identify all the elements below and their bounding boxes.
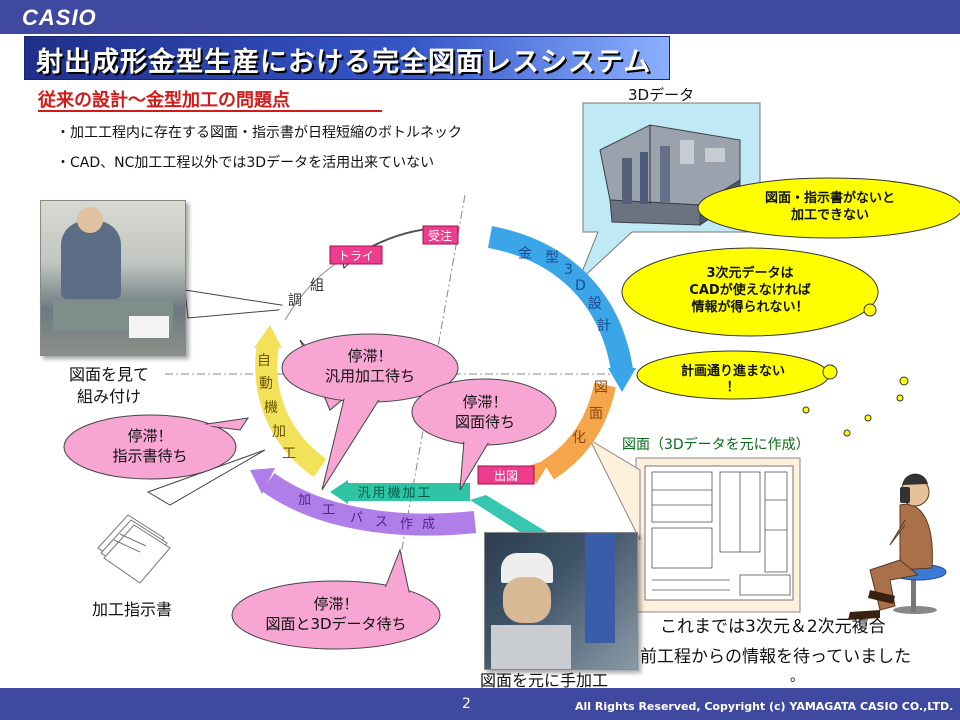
step-char: 設 — [588, 296, 602, 312]
step-general-machining-text: 汎用機加工 — [357, 486, 432, 501]
step-toolpath-text: 加 工 パ ス 作 成 — [298, 493, 435, 532]
bullet-item: ・加工工程内に存在する図面・指示書が日程短縮のボトルネック — [56, 125, 462, 141]
step-char: 工 — [322, 503, 335, 518]
assembly-photo — [40, 200, 186, 356]
step-char: 作 — [400, 517, 413, 532]
step-char: 金 — [518, 246, 532, 262]
step-char: 図 — [594, 380, 608, 396]
step-char: 組 — [310, 278, 324, 294]
cloud-no-drawing-text: 図面・指示書がないと加工できない — [764, 191, 895, 223]
cloud-plan — [636, 303, 909, 437]
copyright-text: All Rights Reserved, Copyright (c) YAMAG… — [575, 700, 954, 713]
instruction-doc-icon — [97, 514, 171, 584]
badge-try-text: トライ — [338, 249, 374, 263]
step-char: ス — [375, 515, 388, 530]
manual-machining-label: 図面を元に手加工 — [480, 671, 609, 690]
machine-column — [585, 533, 615, 643]
step-char: 動 — [259, 376, 273, 392]
drawing-callout-tail — [588, 438, 641, 541]
drawing-from-3d-label: 図面（3Dデータを元に作成） — [622, 437, 810, 453]
bubble-instruction-wait-text: 停滞！指示書待ち — [112, 427, 188, 465]
header-band — [0, 0, 960, 34]
bubble-general-wait-text: 停滞！汎用加工待ち — [324, 347, 415, 385]
assembly-photo-connector — [184, 289, 301, 319]
arrow-mold-3d-design — [487, 226, 633, 372]
cloud-cad-only — [621, 247, 879, 337]
arrow-mold-3d-design-head — [608, 368, 636, 392]
step-char: 自 — [257, 353, 271, 369]
section-subtitle: 従来の設計～金型加工の問題点 — [38, 90, 290, 111]
badge-order-text: 受注 — [428, 228, 452, 243]
businessman-on-phone-icon — [848, 473, 947, 620]
worker-body — [491, 625, 571, 669]
step-char: 調 — [288, 293, 302, 309]
page-title: 射出成形金型生産における完全図面レスシステム — [36, 47, 652, 78]
bubble-drawing-3d-wait-text: 停滞！図面と3Dデータ待ち — [265, 595, 407, 633]
bullet-item: ・CAD、NC加工工程以外では3Dデータを活用出来ていない — [56, 155, 435, 171]
step-char: 型 — [545, 250, 559, 266]
bubble-instruction-wait — [63, 414, 250, 480]
arrow-auto-machining-head — [254, 325, 282, 348]
conclusion-line-2: 前工程からの情報を待っていました — [640, 647, 912, 667]
subtitle-underline — [38, 110, 382, 112]
manual-machining-photo — [484, 532, 638, 670]
cloud-no-drawing — [697, 177, 960, 239]
step-char: D — [575, 278, 586, 294]
step-char: 機 — [264, 400, 278, 416]
cloud-plan-text: 計画通り進まない！ — [680, 364, 785, 395]
bubble-drawing-wait — [411, 378, 557, 491]
worker-figure — [61, 221, 121, 299]
paper-sheet — [129, 316, 169, 338]
conclusion-line-3: 。 — [790, 669, 804, 685]
assembly-caption: 図面を見て組み付け — [68, 365, 149, 406]
badge-issue-text: 出図 — [494, 469, 518, 483]
casio-logo: CASIO — [22, 5, 97, 30]
page-number: 2 — [462, 696, 471, 712]
conclusion-line-1: これまでは3次元＆2次元複合 — [660, 617, 886, 637]
bubble-general-wait — [281, 333, 459, 491]
badge-try — [329, 245, 383, 265]
step-char: 計 — [597, 318, 611, 334]
step-auto-machining-text: 自 動 機 加 工 — [257, 353, 296, 462]
step-char: 化 — [572, 430, 586, 446]
step-char: 面 — [589, 406, 603, 422]
arrow-toolpath-head — [250, 468, 275, 494]
bubble-drawing-wait-text: 停滞！図面待ち — [454, 393, 515, 431]
step-char: 加 — [298, 493, 311, 508]
worker-face — [503, 577, 551, 623]
technical-drawing — [644, 465, 794, 601]
bubble-drawing-3d-wait — [231, 548, 441, 650]
data-3d-label: 3Dデータ — [628, 86, 695, 104]
step-char: パ — [350, 511, 363, 526]
arrow-general-machining-head — [330, 480, 348, 504]
arrow-drawing — [541, 382, 616, 480]
instruction-doc-label: 加工指示書 — [92, 600, 173, 619]
footer-band — [0, 688, 960, 720]
step-char: 3 — [564, 262, 573, 278]
arrow-toolpath — [261, 472, 477, 536]
step-mold-3d-design-text: 金 型 3 D 設 計 — [518, 246, 611, 334]
step-char: 成 — [422, 517, 435, 532]
step-char: 工 — [282, 446, 296, 462]
badge-order — [422, 225, 459, 245]
step-drawing-text: 図 面 化 — [572, 380, 612, 446]
step-assembly-text: 組 調 — [288, 278, 328, 309]
arrow-auto-machining — [255, 343, 327, 478]
step-char: 加 — [272, 424, 286, 440]
title-banner — [24, 36, 670, 80]
worker-head — [77, 207, 103, 233]
badge-issue — [477, 465, 535, 485]
